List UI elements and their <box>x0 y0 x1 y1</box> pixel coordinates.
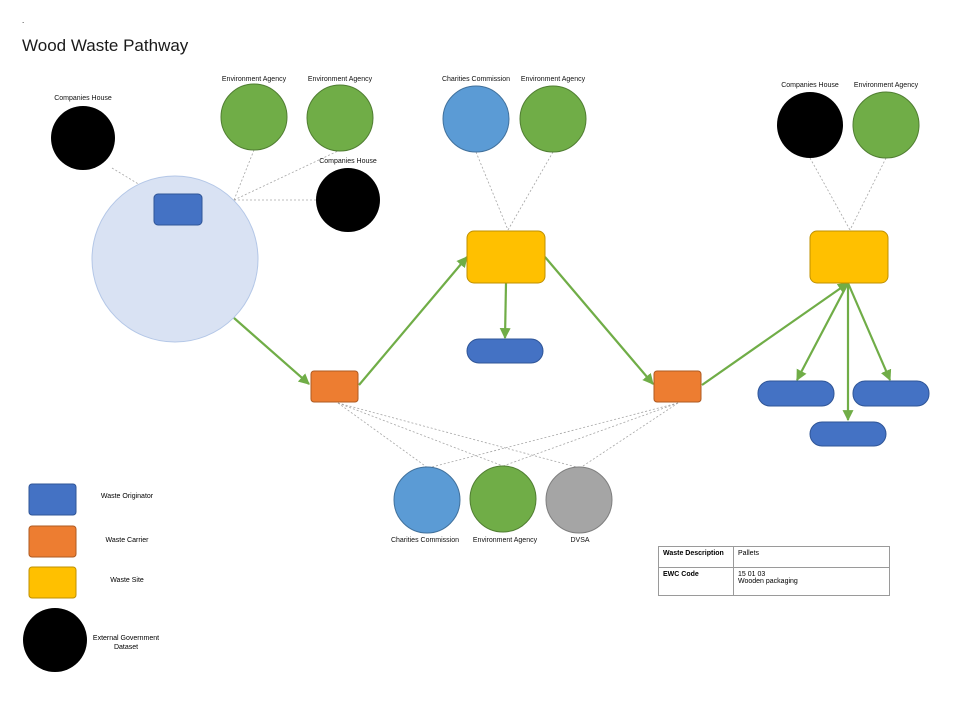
label-companies-house: Companies House <box>54 95 112 102</box>
label-environment-agency: Environment Agency <box>520 76 586 83</box>
flow-arrow <box>358 256 468 386</box>
waste-originator-node[interactable] <box>153 193 203 226</box>
waste-carrier-node-2[interactable] <box>653 370 702 403</box>
label-environment-agency: Environment Agency <box>853 82 919 89</box>
link-line <box>809 157 851 231</box>
legend-external-label: External Government Dataset <box>92 635 160 651</box>
flow-arrow <box>233 317 310 385</box>
legend-site-label: Waste Site <box>110 577 144 584</box>
label-charities-commission: Charities Commission <box>390 537 460 544</box>
label-dvsa: DVSA <box>570 537 590 544</box>
companies-house-dataset-mid[interactable] <box>316 168 380 232</box>
link-line <box>337 402 504 467</box>
environment-agency-dataset-2[interactable] <box>306 84 374 152</box>
legend-carrier-swatch <box>28 525 77 558</box>
label-charities-commission: Charities Commission <box>441 76 511 83</box>
waste-carrier-node-1[interactable] <box>310 370 359 403</box>
dataset-links <box>111 149 887 469</box>
table-row: Waste Description Pallets <box>658 546 890 568</box>
label-companies-house: Companies House <box>781 82 839 89</box>
link-line <box>337 402 429 469</box>
downstream-originator-node[interactable] <box>757 380 835 407</box>
link-line <box>233 149 341 201</box>
flow-arrows <box>233 256 892 422</box>
charities-commission-dataset-top[interactable] <box>442 85 510 153</box>
dvsa-dataset[interactable] <box>545 466 613 534</box>
legend-carrier-label: Waste Carrier <box>105 537 149 544</box>
link-line <box>507 151 554 231</box>
ewc-code-value: 15 01 03 Wooden packaging <box>733 567 890 596</box>
link-line <box>427 402 679 469</box>
link-line <box>233 149 255 201</box>
table-row: EWC Code 15 01 03 Wooden packaging <box>658 567 890 596</box>
downstream-originator-node[interactable] <box>852 380 930 407</box>
downstream-originator-node[interactable] <box>466 338 544 364</box>
flow-arrow <box>846 282 892 382</box>
waste-site-node-2[interactable] <box>809 230 889 284</box>
label-environment-agency: Environment Agency <box>307 76 373 83</box>
companies-house-dataset-right[interactable] <box>777 92 843 158</box>
originator-halo <box>91 175 259 343</box>
label-environment-agency: Environment Agency <box>472 537 538 544</box>
waste-info-table: Waste Description Pallets EWC Code 15 01… <box>658 546 890 596</box>
legend-originator-swatch <box>28 483 77 516</box>
ewc-code-description: Wooden packaging <box>738 578 798 585</box>
link-line <box>849 157 887 231</box>
link-line <box>502 402 679 467</box>
page-title: Wood Waste Pathway <box>22 36 189 55</box>
flow-arrow <box>701 282 849 386</box>
link-line <box>579 402 679 469</box>
legend-originator-label: Waste Originator <box>100 493 154 500</box>
page-marker: . <box>22 16 25 25</box>
environment-agency-dataset-1[interactable] <box>220 83 288 151</box>
label-companies-house: Companies House <box>319 158 377 165</box>
waste-description-value: Pallets <box>733 546 890 568</box>
environment-agency-dataset-bottom[interactable] <box>469 465 537 533</box>
flow-arrow <box>544 256 654 385</box>
companies-house-dataset-top-left[interactable] <box>51 106 115 170</box>
ewc-code-number: 15 01 03 <box>738 571 766 578</box>
flow-arrow <box>796 282 849 381</box>
environment-agency-dataset-right[interactable] <box>852 91 920 159</box>
waste-description-label: Waste Description <box>658 546 734 568</box>
charities-commission-dataset-bottom[interactable] <box>393 466 461 534</box>
legend-site-swatch <box>28 566 77 599</box>
downstream-originator-node[interactable] <box>809 421 887 447</box>
legend-external-swatch <box>23 608 87 672</box>
waste-site-node-1[interactable] <box>466 230 546 284</box>
ewc-code-label: EWC Code <box>658 567 734 596</box>
link-line <box>475 151 509 231</box>
flow-arrow <box>499 282 511 340</box>
environment-agency-dataset-3[interactable] <box>519 85 587 153</box>
label-environment-agency: Environment Agency <box>221 76 287 83</box>
link-line <box>337 402 581 469</box>
